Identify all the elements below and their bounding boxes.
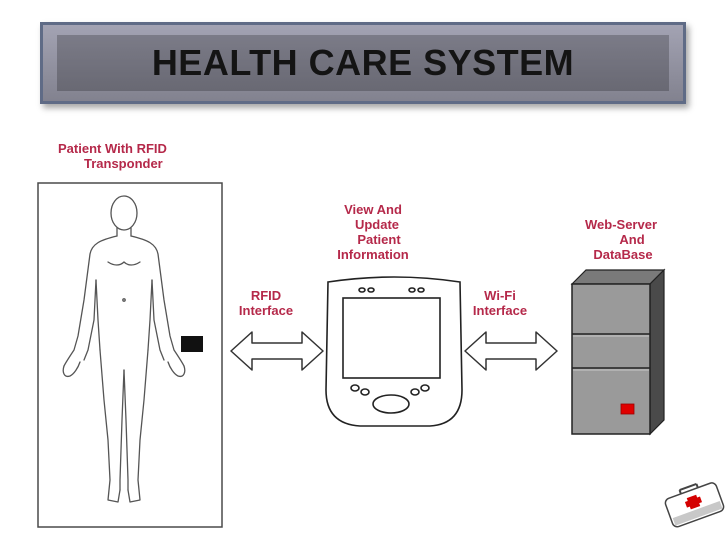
human-body-icon: [62, 195, 186, 503]
view-update-line-1: View And: [344, 202, 402, 217]
view-update-label: View And Update Patient Information: [315, 202, 431, 262]
server-tower-icon: [570, 268, 666, 436]
view-update-line-4: Information: [337, 247, 409, 262]
webserver-label: Web-Server And DataBase: [566, 217, 676, 262]
rfid-interface-line-1: RFID: [250, 288, 282, 303]
wifi-interface-line-2: Interface: [472, 303, 528, 318]
server-indicator-light: [620, 403, 635, 415]
patient-frame: [37, 182, 223, 528]
webserver-line-1: Web-Server: [584, 217, 657, 232]
pda-device-icon: [325, 276, 463, 427]
patient-label-line-2: Transponder: [84, 156, 163, 171]
rfid-double-arrow-icon: [230, 331, 324, 371]
rfid-interface-label: RFID Interface: [228, 288, 304, 318]
wifi-interface-label: Wi-Fi Interface: [462, 288, 538, 318]
title-banner: HEALTH CARE SYSTEM: [40, 22, 686, 104]
wifi-interface-line-1: Wi-Fi: [484, 288, 516, 303]
title-banner-inner: [57, 35, 669, 91]
page-title: HEALTH CARE SYSTEM: [151, 42, 575, 83]
patient-label-line-1: Patient With RFID: [58, 141, 167, 156]
webserver-line-3: DataBase: [593, 247, 653, 262]
view-update-line-3: Patient: [357, 232, 401, 247]
wifi-double-arrow-icon: [464, 331, 558, 371]
rfid-tag-icon: [181, 336, 203, 352]
first-aid-kit-icon: [664, 482, 725, 528]
rfid-interface-line-2: Interface: [238, 303, 294, 318]
patient-label: Patient With RFID Transponder: [58, 141, 198, 171]
webserver-line-2: And: [619, 232, 645, 247]
view-update-line-2: Update: [354, 217, 400, 232]
